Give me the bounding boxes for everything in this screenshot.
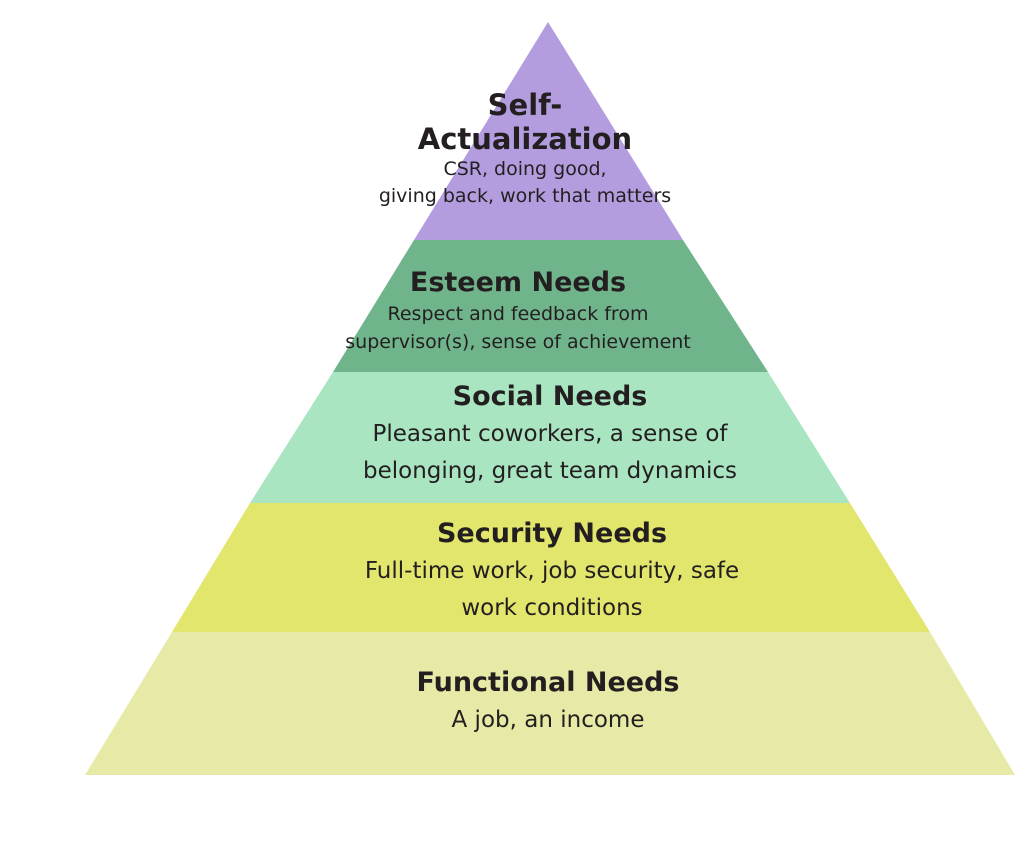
level-description: A job, an income: [451, 707, 645, 733]
level-title: Social Needs: [452, 381, 648, 412]
level-title: Self-: [487, 88, 563, 122]
level-title: Security Needs: [436, 518, 668, 549]
level-title: Functional Needs: [416, 667, 680, 698]
level-self-actualization-label: Self- Actualization CSR, doing good, giv…: [13, 88, 1024, 210]
level-security-label: Security Needs Full-time work, job secur…: [40, 515, 1024, 627]
pyramid-level-self-actualization: [414, 22, 683, 240]
level-description: giving back, work that matters: [378, 185, 672, 207]
pyramid-level-security: [172, 503, 930, 632]
level-title: Esteem Needs: [409, 267, 627, 298]
level-description: Pleasant coworkers, a sense of: [372, 421, 728, 447]
level-description: Respect and feedback from: [387, 303, 649, 325]
pyramid-level-esteem: [333, 240, 768, 372]
level-esteem-label: Esteem Needs Respect and feedback from s…: [6, 266, 1024, 356]
level-description: belonging, great team dynamics: [363, 458, 737, 484]
pyramid-level-functional: [85, 632, 1015, 775]
level-description: Full-time work, job security, safe: [364, 558, 740, 584]
level-description: CSR, doing good,: [443, 158, 607, 180]
level-functional-label: Functional Needs A job, an income: [36, 664, 1024, 739]
level-description: work conditions: [461, 595, 643, 621]
pyramid-level-social: [250, 372, 850, 503]
level-title: Actualization: [417, 122, 633, 156]
level-social-label: Social Needs Pleasant coworkers, a sense…: [38, 378, 1024, 490]
level-description: supervisor(s), sense of achievement: [345, 331, 691, 353]
